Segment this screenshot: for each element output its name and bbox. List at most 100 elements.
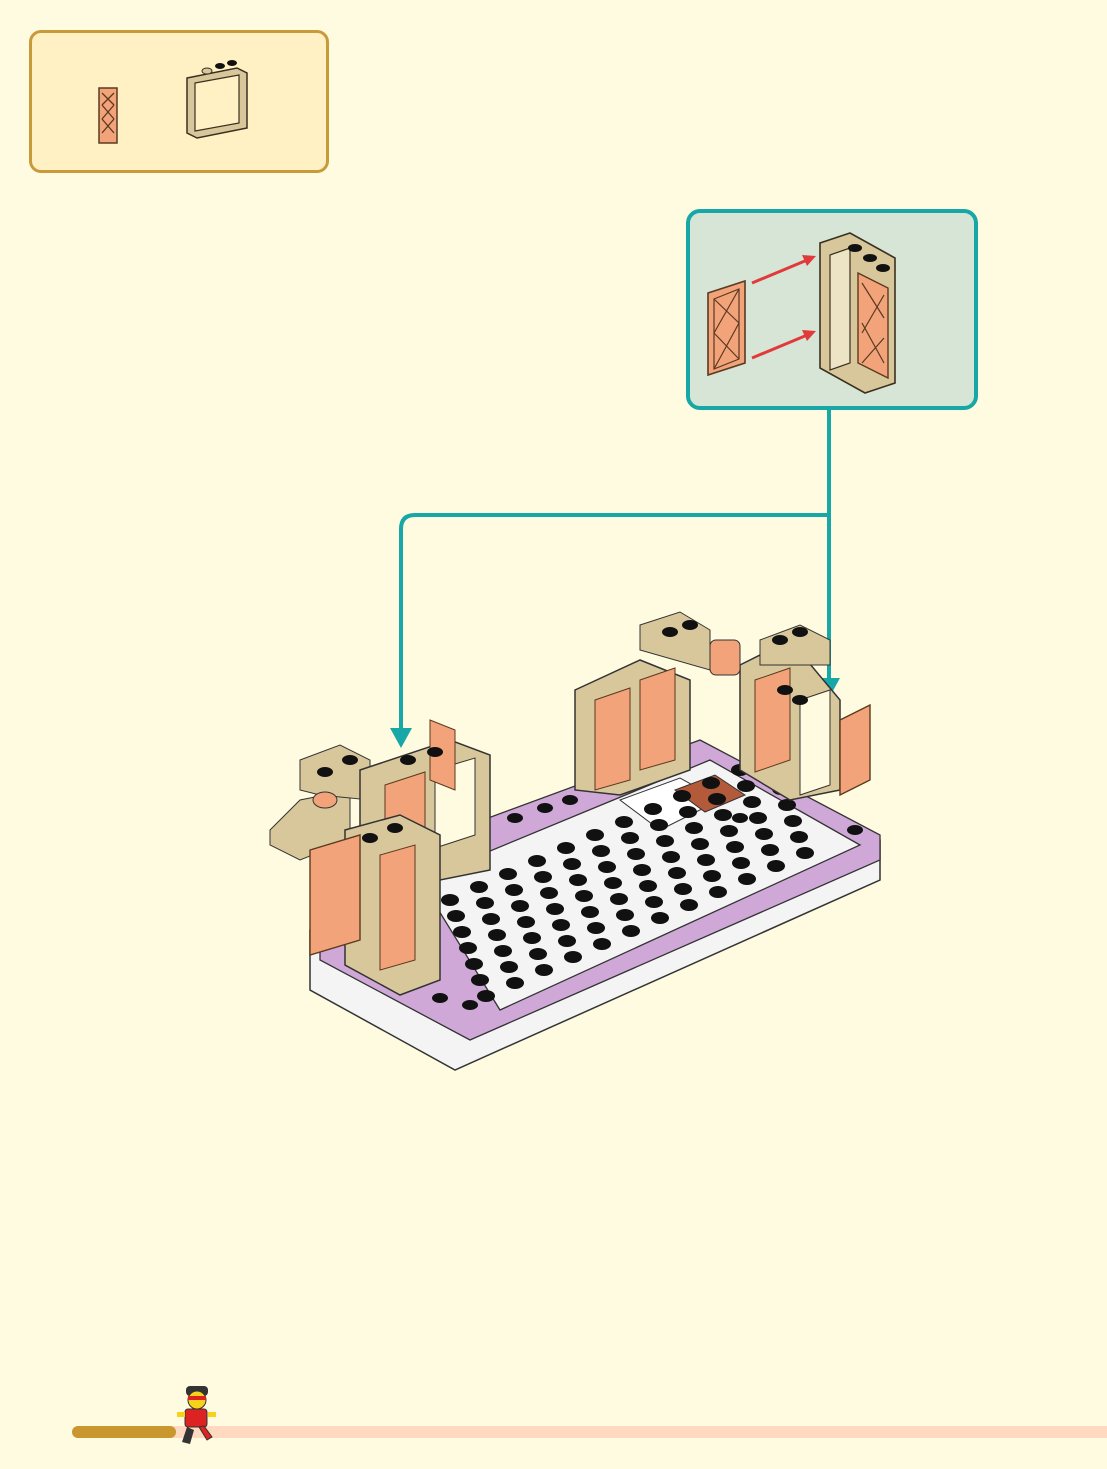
stud bbox=[476, 897, 494, 909]
stud bbox=[633, 864, 651, 876]
stud bbox=[535, 964, 553, 976]
stud bbox=[598, 861, 616, 873]
stud bbox=[540, 887, 558, 899]
window-frame-part bbox=[187, 60, 247, 138]
stud bbox=[470, 881, 488, 893]
stud bbox=[587, 922, 605, 934]
stud bbox=[651, 912, 669, 924]
stud bbox=[499, 868, 517, 880]
stud bbox=[482, 913, 500, 925]
stud bbox=[662, 851, 680, 863]
stud bbox=[697, 854, 715, 866]
stud bbox=[488, 929, 506, 941]
stud bbox=[685, 822, 703, 834]
stud bbox=[459, 942, 477, 954]
stud bbox=[662, 627, 678, 637]
sub-assembly-callout bbox=[686, 209, 978, 410]
stud bbox=[563, 858, 581, 870]
stud bbox=[387, 823, 403, 833]
stud bbox=[680, 899, 698, 911]
stud bbox=[767, 860, 785, 872]
stud bbox=[708, 793, 726, 805]
stud bbox=[575, 890, 593, 902]
base-plate-assembly bbox=[310, 740, 880, 1070]
stud bbox=[639, 880, 657, 892]
stud bbox=[616, 909, 634, 921]
stud bbox=[627, 848, 645, 860]
stud bbox=[523, 932, 541, 944]
stud bbox=[743, 796, 761, 808]
stud bbox=[427, 747, 443, 757]
stud bbox=[737, 780, 755, 792]
stud bbox=[644, 803, 662, 815]
stud bbox=[668, 867, 686, 879]
stud bbox=[546, 903, 564, 915]
stud bbox=[586, 829, 604, 841]
stud bbox=[732, 813, 748, 823]
stud bbox=[562, 795, 578, 805]
stud bbox=[656, 835, 674, 847]
stud bbox=[622, 925, 640, 937]
left-wall-assembly bbox=[270, 720, 490, 995]
stud bbox=[761, 844, 779, 856]
stud bbox=[650, 819, 668, 831]
stud bbox=[645, 896, 663, 908]
stud bbox=[755, 828, 773, 840]
stud bbox=[702, 777, 720, 789]
stud bbox=[726, 841, 744, 853]
stud bbox=[500, 961, 518, 973]
stud bbox=[453, 926, 471, 938]
stud bbox=[592, 845, 610, 857]
stud bbox=[732, 857, 750, 869]
stud bbox=[766, 767, 784, 779]
stud bbox=[760, 751, 778, 763]
stud bbox=[796, 847, 814, 859]
arrow-head-left bbox=[390, 728, 412, 748]
stud bbox=[477, 990, 495, 1002]
callout-illustration bbox=[690, 213, 982, 414]
stud bbox=[511, 900, 529, 912]
stud bbox=[447, 910, 465, 922]
stud bbox=[792, 695, 808, 705]
stud bbox=[621, 832, 639, 844]
stud bbox=[790, 831, 808, 843]
stud bbox=[529, 948, 547, 960]
stud bbox=[777, 685, 793, 695]
stud bbox=[784, 815, 802, 827]
stud bbox=[462, 1000, 478, 1010]
stud bbox=[557, 842, 575, 854]
red-attach-arrows bbox=[752, 255, 816, 358]
stud bbox=[720, 825, 738, 837]
stud bbox=[772, 635, 788, 645]
stud bbox=[749, 812, 767, 824]
stud bbox=[506, 977, 524, 989]
lattice-shutter-part bbox=[708, 281, 745, 375]
stud bbox=[564, 951, 582, 963]
stud bbox=[317, 767, 333, 777]
stud bbox=[615, 816, 633, 828]
stud bbox=[505, 884, 523, 896]
stud bbox=[673, 790, 691, 802]
stud bbox=[362, 833, 378, 843]
stud bbox=[432, 993, 448, 1003]
stud bbox=[610, 893, 628, 905]
stud bbox=[507, 813, 523, 823]
stud bbox=[703, 870, 721, 882]
stud bbox=[709, 886, 727, 898]
stud bbox=[528, 855, 546, 867]
stud bbox=[569, 874, 587, 886]
stud bbox=[731, 764, 749, 776]
progress-bar-track bbox=[72, 1426, 1107, 1438]
lattice-shutter-part bbox=[99, 88, 117, 143]
stud bbox=[691, 838, 709, 850]
stud bbox=[400, 755, 416, 765]
stud bbox=[778, 799, 796, 811]
stud bbox=[471, 974, 489, 986]
stud bbox=[682, 620, 698, 630]
stud bbox=[581, 906, 599, 918]
stud bbox=[537, 803, 553, 813]
parts-list-panel bbox=[29, 30, 329, 173]
stud bbox=[342, 755, 358, 765]
progress-bar-fill bbox=[72, 1426, 176, 1438]
arrow-head-right bbox=[818, 678, 840, 698]
